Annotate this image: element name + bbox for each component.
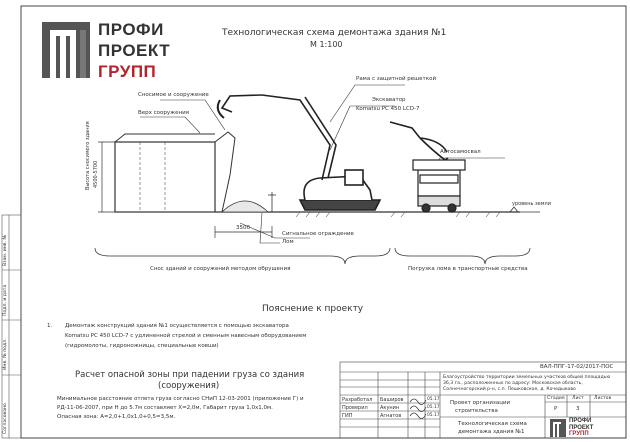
- title-block-role-1: Разработал: [342, 397, 373, 403]
- diagram-scale: М 1:100: [310, 40, 343, 49]
- title-block-grid: [339, 361, 627, 439]
- debris-pile: [221, 200, 269, 213]
- signal-fence: [268, 192, 276, 212]
- small-logo-line3: ГРУПП: [569, 431, 589, 437]
- logo-text-proekt: ПРОЕКТ: [98, 41, 171, 60]
- label-excavator-model: Komatsu PC 450 LCD-7: [356, 106, 420, 112]
- margin-stamp-signature-date: Подп. и дата: [3, 284, 8, 316]
- danger-zone-line-2: РД-11-06-2007, при Н до 5.7м составляет …: [57, 405, 273, 411]
- label-zone-dimension: 3500: [236, 225, 250, 231]
- diagram-title: Технологическая схема демонтажа здания №…: [222, 28, 447, 38]
- logo-mark-icon: [42, 22, 90, 78]
- margin-stamp-approved: Согласовано: [3, 403, 8, 434]
- zone-dimension: [214, 226, 273, 238]
- title-block-desc-1: Благоустройство территории земельных уча…: [443, 375, 611, 380]
- excavator: [216, 94, 382, 211]
- label-building-height: Высота сносимого здания: [85, 121, 91, 190]
- margin-stamp-replaced: Взам. инв. №: [3, 234, 8, 266]
- label-ground-level: уровень земли: [512, 201, 551, 207]
- title-block-role-3: ГИП: [342, 413, 353, 419]
- title-block-project-1: Проект организации: [450, 400, 511, 406]
- title-block-col-stage: Стадия: [547, 396, 565, 401]
- height-dimension: [98, 141, 115, 213]
- title-block-name-1: Баширов: [380, 397, 404, 403]
- ground-level-marker: [505, 206, 540, 213]
- leader-lines: [140, 84, 505, 244]
- label-debris: Лом: [282, 239, 294, 245]
- danger-zone-heading-2: (сооружения): [158, 381, 220, 391]
- title-block-project-2: строительства: [455, 408, 498, 414]
- signature-mark: [409, 405, 427, 412]
- label-zone-demolition: Снос зданий и сооружений методом обрушен…: [150, 266, 291, 272]
- title-block-role-2: Проверил: [342, 405, 368, 411]
- title-block-logo: ПРОФИ ПРОЕКТ ГРУПП: [550, 418, 622, 438]
- title-block-col-sheet: Лист: [572, 396, 584, 401]
- label-cab-guard: Рама с защитной решеткой: [356, 76, 437, 82]
- building-under-demolition: [114, 131, 236, 213]
- small-logo-line2: ПРОЕКТ: [569, 424, 594, 431]
- logo-text-grupp: ГРУПП: [98, 62, 157, 81]
- label-demolished-structure: Сносимое и сооружение: [138, 92, 209, 98]
- ground-hatch: [295, 211, 501, 218]
- notes-item-number: 1.: [47, 323, 53, 329]
- title-block-name-2: Акунин: [380, 405, 400, 411]
- label-top-structure: Верх сооружения: [138, 110, 189, 116]
- title-block-date-1: 05.17: [427, 397, 440, 402]
- title-block-desc-3: Солнечногорский р-н, с.п. Пешковское, д.…: [443, 387, 576, 392]
- zone-bracket-loading: [394, 247, 531, 265]
- danger-zone-line-1: Минимальное расстояние отлета груза согл…: [57, 396, 304, 402]
- title-block-sheet-title-1: Технологическая схема: [458, 421, 527, 427]
- title-block-stage: Р: [554, 406, 558, 412]
- label-signal-fence: Сигнальное ограждение: [282, 231, 354, 237]
- label-excavator: Экскаватор: [372, 97, 406, 103]
- signature-mark: [409, 398, 427, 405]
- dump-truck: [412, 159, 466, 213]
- notes-line-1: Демонтаж конструкций здания №1 осуществл…: [65, 323, 289, 329]
- margin-stamp-grid: [1, 214, 22, 439]
- title-block-name-3: Агнатов: [380, 413, 402, 419]
- company-logo: [40, 20, 190, 80]
- label-zone-loading: Погрузка лома в транспортные средства: [408, 266, 528, 272]
- notes-heading: Пояснение к проекту: [262, 304, 364, 314]
- margin-stamp-inventory: Инв. № подл.: [3, 338, 8, 370]
- title-block-code: ВАЛ-ППГ-17-02/2017-ПОС: [540, 364, 614, 370]
- title-block-desc-2: 36,3 га., расположенных по адресу: Моско…: [443, 381, 583, 386]
- danger-zone-line-3: Опасная зона: А=2,0+1,0х1,0+0,5=3,5м.: [57, 414, 176, 420]
- label-height-range: 4500-5700: [93, 160, 99, 188]
- title-block-date-2: 05.17: [427, 405, 440, 410]
- logo-mark-small-icon: [550, 419, 566, 437]
- logo-text-profi: ПРОФИ: [98, 20, 164, 39]
- zone-bracket-demolition: [94, 247, 391, 265]
- title-block-sheet: 3: [576, 406, 580, 412]
- signature-mark: [409, 412, 427, 419]
- small-logo-line1: ПРОФИ: [569, 418, 592, 424]
- notes-line-3: (гидромолоты, гидроножницы, специальные …: [65, 343, 219, 349]
- label-dump-truck: Автосамосвал: [440, 149, 481, 155]
- title-block-date-3: 05.17: [427, 413, 440, 418]
- title-block-col-sheets: Листов: [594, 396, 612, 401]
- danger-zone-heading: Расчет опасной зоны при падении груза со…: [75, 370, 305, 380]
- notes-line-2: Komatsu PC 450 LCD-7 с удлиненной стрело…: [65, 333, 307, 339]
- title-block-sheet-title-2: демонтажа здания №1: [458, 429, 525, 435]
